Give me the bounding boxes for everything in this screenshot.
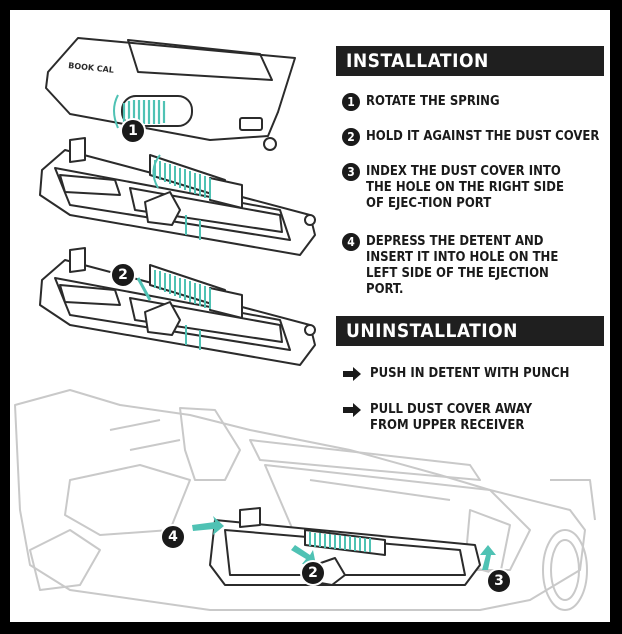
step-text: HOLD IT AGAINST THE DUST COVER	[366, 129, 600, 144]
callout-3: 3	[486, 568, 512, 594]
callout-4: 4	[160, 524, 186, 550]
arrow-right-icon	[343, 367, 361, 381]
step-number: 1	[342, 93, 360, 111]
spring-1	[152, 154, 211, 240]
upper-receiver-drawing	[14, 389, 596, 611]
dust-cover-closed	[45, 37, 296, 151]
callout-2: 2	[110, 262, 136, 288]
uninstallation-heading: UNINSTALLATION	[346, 320, 518, 342]
uninstall-step-1: PUSH IN DETENT WITH PUNCH	[342, 366, 604, 382]
dust-cover-illustration: BOOK CAL	[14, 37, 596, 611]
install-step-2: 2 HOLD IT AGAINST THE DUST COVER	[342, 128, 602, 146]
step-text: ROTATE THE SPRING	[366, 94, 500, 109]
installation-heading: INSTALLATION	[346, 50, 489, 72]
step-text: PULL DUST COVER AWAY FROM UPPER RECEIVER	[370, 402, 533, 433]
step-number: 3	[342, 163, 360, 181]
step-text: DEPRESS THE DETENT AND INSERT IT INTO HO…	[366, 234, 559, 297]
install-step-3: 3 INDEX THE DUST COVER INTO THE HOLE ON …	[342, 163, 567, 212]
callout-1: 1	[120, 118, 146, 144]
callout-2-installed: 2	[300, 560, 326, 586]
install-step-1: 1 ROTATE THE SPRING	[342, 93, 602, 111]
uninstallation-heading-bar: UNINSTALLATION	[336, 316, 610, 346]
arrow-right-icon	[343, 403, 361, 417]
dust-cover-open-1	[39, 137, 316, 256]
step-number: 2	[342, 128, 360, 146]
uninstall-step-2: PULL DUST COVER AWAY FROM UPPER RECEIVER	[342, 402, 562, 434]
dust-cover-open-2	[39, 247, 316, 366]
installation-heading-bar: INSTALLATION	[336, 46, 610, 76]
step-number: 4	[342, 233, 360, 251]
instruction-panel: BOOK CAL	[10, 10, 610, 622]
step-text: PUSH IN DETENT WITH PUNCH	[370, 366, 570, 381]
install-step-4: 4 DEPRESS THE DETENT AND INSERT IT INTO …	[342, 233, 567, 298]
spring-2	[136, 270, 211, 350]
spring-3	[309, 532, 371, 552]
step-text: INDEX THE DUST COVER INTO THE HOLE ON TH…	[366, 164, 564, 211]
